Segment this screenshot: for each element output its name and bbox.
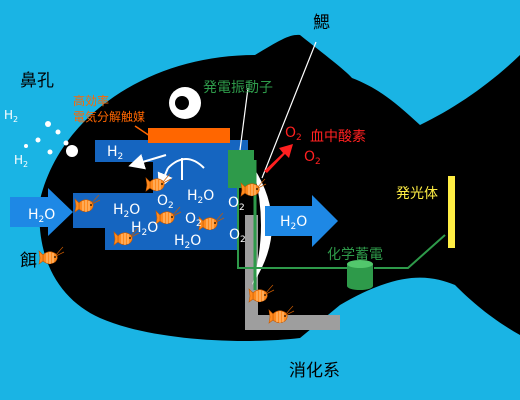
svg-text:H2O: H2O: [174, 233, 201, 251]
blood-oxygen-label: 血中酸素: [310, 129, 366, 145]
digestive-system-label: 消化系: [289, 361, 340, 381]
svg-text:O2: O2: [304, 149, 321, 167]
svg-text:O2: O2: [229, 227, 246, 245]
eye-icon: [169, 87, 201, 119]
svg-text:H2: H2: [14, 153, 28, 169]
formula-o2-blood-1: O2: [285, 125, 302, 143]
nostril-label: 鼻孔: [20, 71, 54, 91]
formula-o2-3: O2: [185, 211, 202, 229]
fish-body: [39, 34, 520, 341]
formula-h2o-outflow: H2O: [280, 214, 307, 232]
water-inflow-arrow: [10, 188, 73, 236]
formula-h2-nostril-bottom: H2: [14, 153, 28, 169]
formula-h2o-4: H2O: [174, 233, 201, 251]
catalyst-plate: [148, 128, 230, 143]
chemical-storage-cell: [347, 260, 373, 290]
hydrogen-bubbles: [24, 121, 78, 157]
formula-o2-blood-2: O2: [304, 149, 321, 167]
svg-text:O2: O2: [185, 211, 202, 229]
catalyst-label-2: 電気分解触媒: [73, 109, 145, 124]
svg-text:H2O: H2O: [28, 207, 55, 225]
blood-oxygen-arrow: [264, 144, 293, 173]
chemical-storage-label: 化学蓄電: [327, 247, 383, 263]
formula-o2-2: O2: [228, 195, 245, 213]
svg-text:O2: O2: [285, 125, 302, 143]
svg-text:H2: H2: [4, 108, 18, 124]
formula-o2-1: O2: [157, 193, 174, 211]
formula-o2-4: O2: [229, 227, 246, 245]
formula-h2-nostril-top: H2: [4, 108, 18, 124]
svg-text:H2: H2: [107, 144, 123, 162]
formula-h2o-1: H2O: [187, 188, 214, 206]
water-outflow-arrow: [265, 195, 338, 247]
luminous-organ: [448, 176, 455, 248]
generator-oscillator: [228, 150, 254, 188]
svg-text:H2O: H2O: [113, 202, 140, 220]
h2-path-arrow: [128, 154, 167, 170]
svg-text:H2O: H2O: [280, 214, 307, 232]
formula-h2o-2: H2O: [113, 202, 140, 220]
svg-text:H2O: H2O: [131, 220, 158, 238]
gill-label: 鰓: [313, 13, 330, 33]
gill-membrane: [252, 165, 272, 285]
svg-text:O2: O2: [228, 195, 245, 213]
svg-text:O2: O2: [157, 193, 174, 211]
formula-h2-chamber: H2: [107, 144, 123, 162]
generator-label: 発電振動子: [203, 80, 273, 96]
o2-cycle-arrow: [167, 158, 205, 169]
formula-h2o-inflow: H2O: [28, 207, 55, 225]
svg-text:H2O: H2O: [187, 188, 214, 206]
food-label: 餌: [20, 251, 37, 271]
formula-h2o-3: H2O: [131, 220, 158, 238]
catalyst-label-1: 高効率: [73, 93, 109, 108]
luminous-organ-label: 発光体: [396, 186, 438, 202]
